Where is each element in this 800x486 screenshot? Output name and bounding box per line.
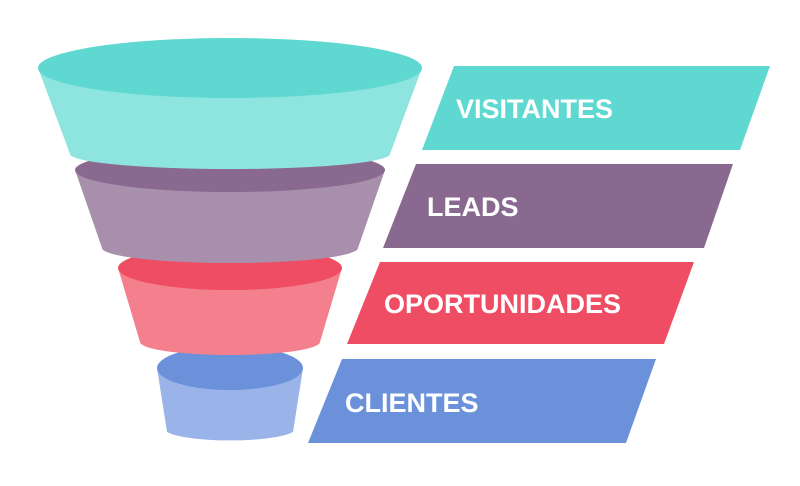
stage-label-oportunidades: OPORTUNIDADES [384, 289, 621, 319]
stage-label-visitantes: VISITANTES [456, 94, 613, 124]
banner-shape-clientes [308, 359, 656, 443]
funnel-segment-body-leads [75, 170, 385, 263]
banner-shape-leads [383, 164, 733, 248]
funnel-segment-body-oportunidades [118, 268, 342, 355]
stage-banner-visitantes: VISITANTES [422, 66, 770, 150]
funnel-segment-top-clientes [157, 346, 303, 390]
banner-shape-oportunidades [347, 262, 694, 344]
stage-label-leads: LEADS [427, 192, 519, 222]
stage-banner-clientes: CLIENTES [308, 359, 656, 443]
banner-shape-visitantes [422, 66, 770, 150]
funnel-stage-clientes [157, 346, 303, 441]
stage-banner-oportunidades: OPORTUNIDADES [347, 262, 694, 344]
funnel-segment-top-visitantes [38, 38, 422, 98]
stage-banner-leads: LEADS [383, 164, 733, 248]
funnel-stage-visitantes [38, 38, 422, 169]
stage-label-clientes: CLIENTES [345, 388, 479, 418]
